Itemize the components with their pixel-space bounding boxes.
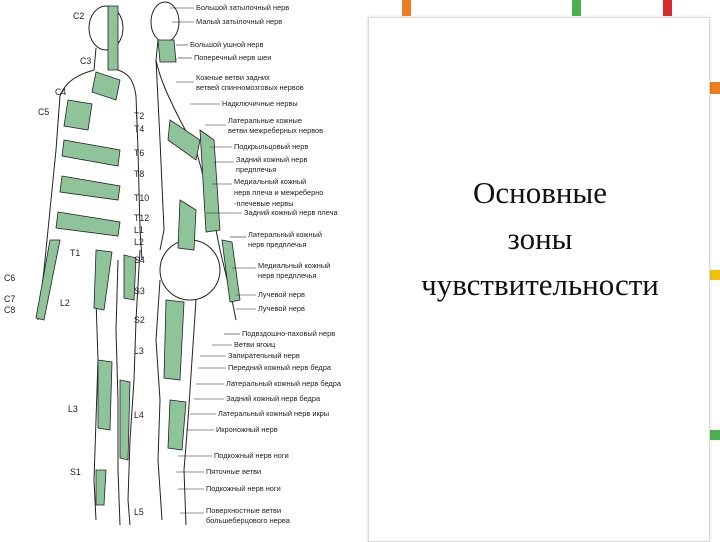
slide-title: Основные зоны чувствительности [380, 170, 700, 308]
title-line-3: чувствительности [421, 267, 659, 302]
nerve-label-3: Большой ушной нерв [190, 40, 263, 49]
seg-L2-left: L2 [60, 298, 70, 308]
seg-S2: S2 [134, 315, 145, 325]
title-line-1: Основные [472, 175, 608, 210]
nerve-labels: Большой затылочный нерв Малый затылочный… [170, 3, 342, 525]
nerve-label-20: нерв предплечья [258, 271, 317, 280]
nerve-label-7: Надключичные нервы [222, 99, 298, 108]
nerve-label-1: Большой затылочный нерв [196, 3, 289, 12]
seg-C2: C2 [73, 11, 84, 21]
nerve-label-12: предплечья [236, 165, 276, 174]
nerve-label-35: большеберцового нерва [206, 516, 291, 525]
seg-T8: T8 [134, 169, 144, 179]
seg-T10: T10 [134, 193, 149, 203]
nerve-label-29: Латеральный кожный нерв икры [218, 409, 329, 418]
nerve-label-19: Медиальный кожный [258, 261, 330, 270]
nerve-label-34: Поверхностные ветви [206, 506, 281, 515]
nerve-label-18: нерв предплечья [248, 240, 307, 249]
nerve-label-2: Малый затылочный нерв [196, 17, 282, 26]
slide-panel [368, 17, 710, 542]
seg-L4: L4 [134, 410, 144, 420]
stripe-green-right [709, 430, 720, 440]
nerve-label-28: Задний кожный нерв бедра [226, 394, 321, 403]
seg-C6: C6 [4, 273, 15, 283]
nerve-label-4: Поперечный нерв шеи [194, 53, 271, 62]
seg-L3-right: L3 [134, 346, 144, 356]
stripe-orange-right [709, 82, 720, 94]
nerve-label-5: Кожные ветви задних [196, 73, 270, 82]
back-zones [157, 39, 241, 451]
seg-C8: C8 [4, 305, 15, 315]
nerve-label-26: Передний кожный нерв бедра [228, 363, 332, 372]
seg-T1: T1 [70, 248, 80, 258]
seg-L3-left: L3 [68, 404, 78, 414]
nerve-label-6: ветвей спинномозговых нервов [196, 83, 304, 92]
stripe-green-top [572, 0, 581, 16]
nerve-label-17: Латеральный кожный [248, 230, 322, 239]
stripe-red-top [663, 0, 672, 16]
nerve-label-31: Подкожный нерв ноги [214, 451, 289, 460]
seg-T2: T2 [134, 111, 144, 121]
nerve-label-14: нерв плеча и межреберно [234, 188, 323, 197]
front-zones [35, 5, 137, 506]
seg-T12: T12 [134, 213, 149, 223]
nerve-label-16: Задний кожный нерв плеча [244, 208, 338, 217]
nerve-label-33: Подкожный нерв ноги [206, 484, 281, 493]
nerve-label-27: Латеральный кожный нерв бедра [226, 379, 342, 388]
seg-C4: C4 [55, 87, 66, 97]
title-line-2: зоны [507, 221, 573, 256]
nerve-label-23: Подвздошно-паховый нерв [242, 329, 335, 338]
seg-L1: L1 [134, 225, 144, 235]
nerve-label-30: Икроножный нерв [216, 425, 278, 434]
nerve-label-15: -плечевые нервы [234, 199, 294, 208]
nerve-label-24: Ветви ягоиц [234, 340, 276, 349]
nerve-label-10: Подкрыльцовый нерв [234, 142, 308, 151]
stripe-orange-top [402, 0, 411, 16]
seg-C7: C7 [4, 294, 15, 304]
back-body [150, 1, 237, 526]
decorative-stripes [402, 0, 720, 440]
seg-L5-right: L5 [134, 507, 144, 517]
seg-S4: S4 [134, 255, 145, 265]
nerve-label-13: Медиальный кожный [234, 177, 306, 186]
dermatome-figure: C2 C3 C4 C5 C6 C7 C8 L2 L3 L5 S1 T1 T2 T… [4, 1, 342, 526]
seg-S3: S3 [134, 286, 145, 296]
stripe-yellow-right [709, 270, 720, 280]
seg-C5: C5 [38, 107, 49, 117]
nerve-label-21: Лучевой нерв [258, 290, 305, 299]
seg-L2-right: L2 [134, 237, 144, 247]
seg-S1: S1 [70, 467, 81, 477]
seg-T4: T4 [134, 124, 144, 134]
nerve-label-25: Запиратепьный нерв [228, 351, 300, 360]
seg-C3: C3 [80, 56, 91, 66]
seg-T6: T6 [134, 148, 144, 158]
nerve-label-11: Задний кожный нерв [236, 155, 307, 164]
nerve-label-8: Латеральные кожные [228, 116, 302, 125]
segment-labels: C2 C3 C4 C5 C6 C7 C8 L2 L3 L5 S1 T1 T2 T… [4, 11, 149, 517]
nerve-label-32: Пяточные ветви [206, 467, 261, 476]
nerve-label-9: ветви межреберных нервов [228, 126, 323, 135]
nerve-label-22: Лучевой нерв [258, 304, 305, 313]
